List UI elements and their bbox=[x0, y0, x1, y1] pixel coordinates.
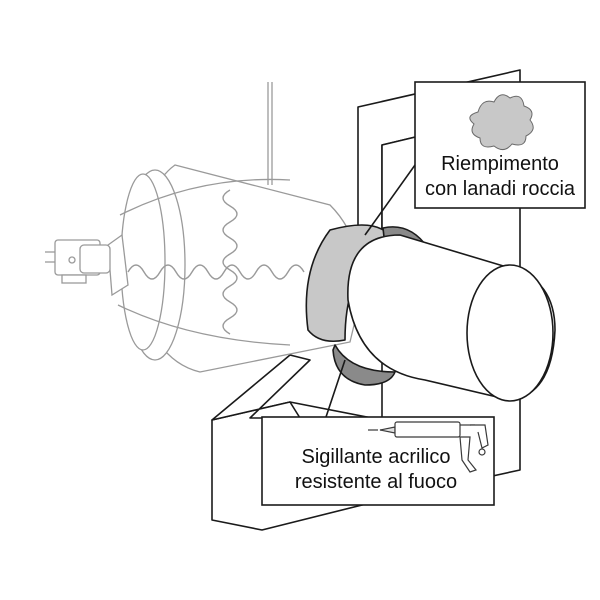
pipe bbox=[347, 234, 556, 402]
caulking-gun-icon bbox=[368, 421, 489, 473]
sealant-label-line2: resistente al fuoco bbox=[295, 471, 457, 493]
rock-wool-label-line2: con lanadi roccia bbox=[425, 178, 576, 200]
rock-wool-label-line1: Riempimento bbox=[441, 153, 559, 175]
sealant-bead-bottom bbox=[332, 344, 396, 386]
electrical-connector bbox=[45, 239, 111, 284]
rock-wool-icon bbox=[469, 94, 534, 150]
sealant-label-line1: Sigillante acrilico bbox=[302, 446, 451, 468]
duct-body bbox=[107, 82, 362, 373]
heating-wires bbox=[127, 189, 305, 335]
